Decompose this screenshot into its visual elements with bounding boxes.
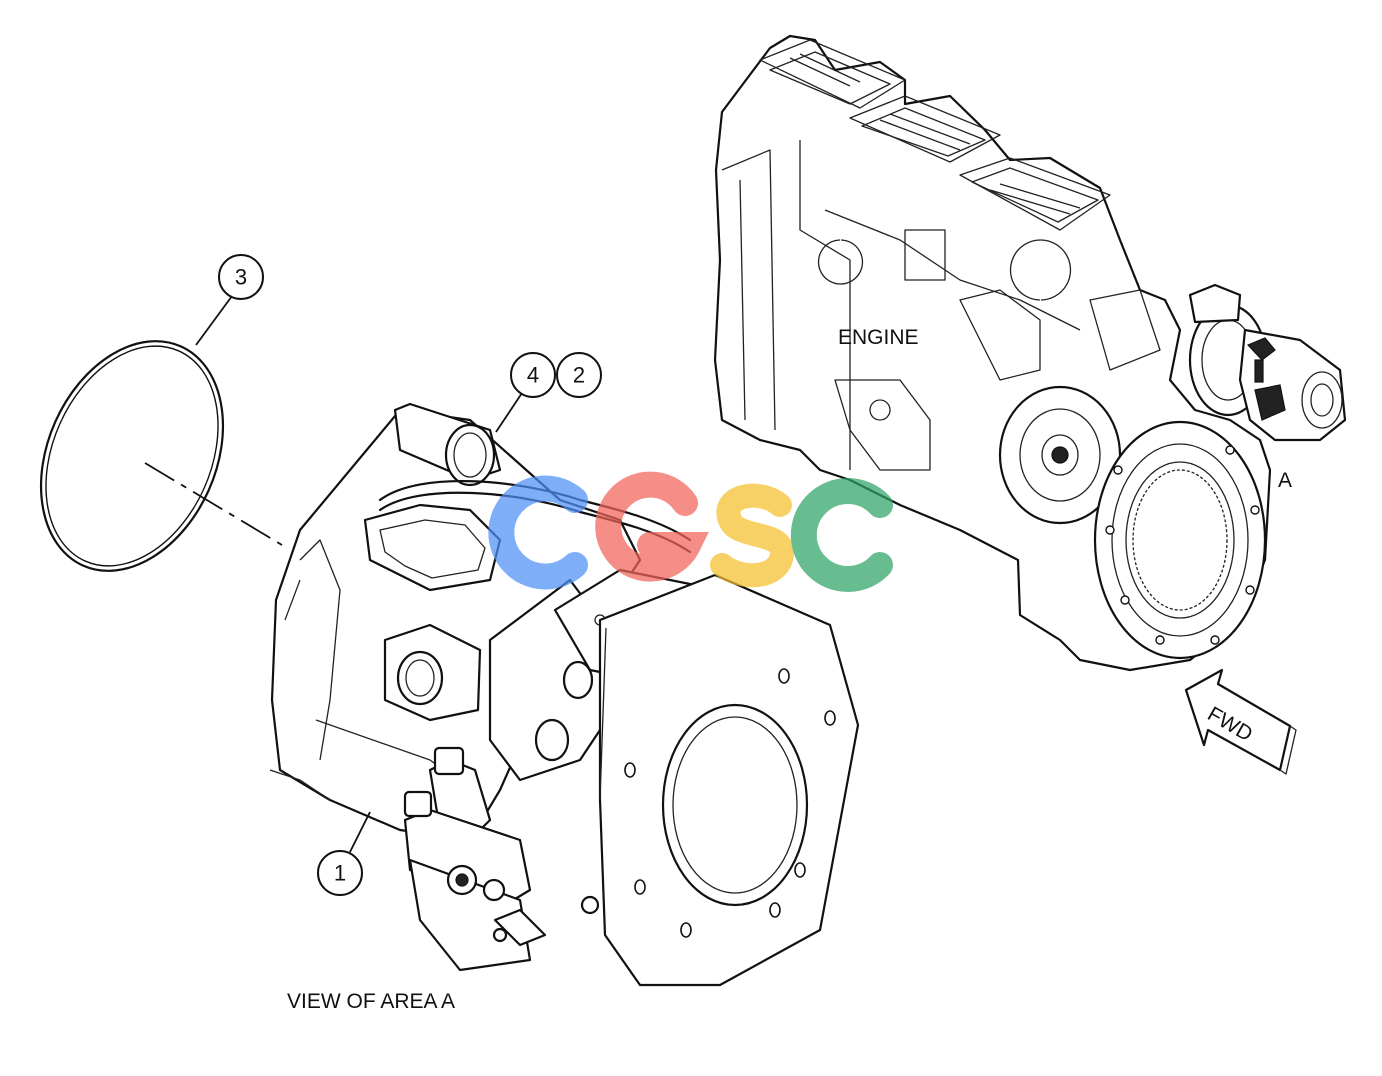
watermark-letter-3 [710,483,794,588]
callout-2: 2 [556,352,602,398]
view-of-area-a-caption: VIEW OF AREA A [287,990,455,1013]
callout-3: 3 [195,254,264,346]
callout-2-number: 2 [573,363,585,388]
area-a-label: A [1278,469,1292,492]
callout-1-number: 1 [334,861,346,886]
fwd-arrow-icon: FWD [1184,668,1297,775]
engine-illustration [713,34,1347,672]
watermark-letter-2 [595,471,709,582]
callout-4: 4 [495,352,556,433]
callout-3-number: 3 [235,265,247,290]
callout-1: 1 [317,811,371,896]
cgsc-watermark-logo [488,471,893,592]
o-ring [39,340,283,572]
hydraulic-pump-illustration [269,402,860,987]
engine-label: ENGINE [838,326,919,349]
watermark-letter-4 [790,478,893,592]
callout-4-number: 4 [527,363,539,388]
watermark-letter-1 [488,475,588,590]
